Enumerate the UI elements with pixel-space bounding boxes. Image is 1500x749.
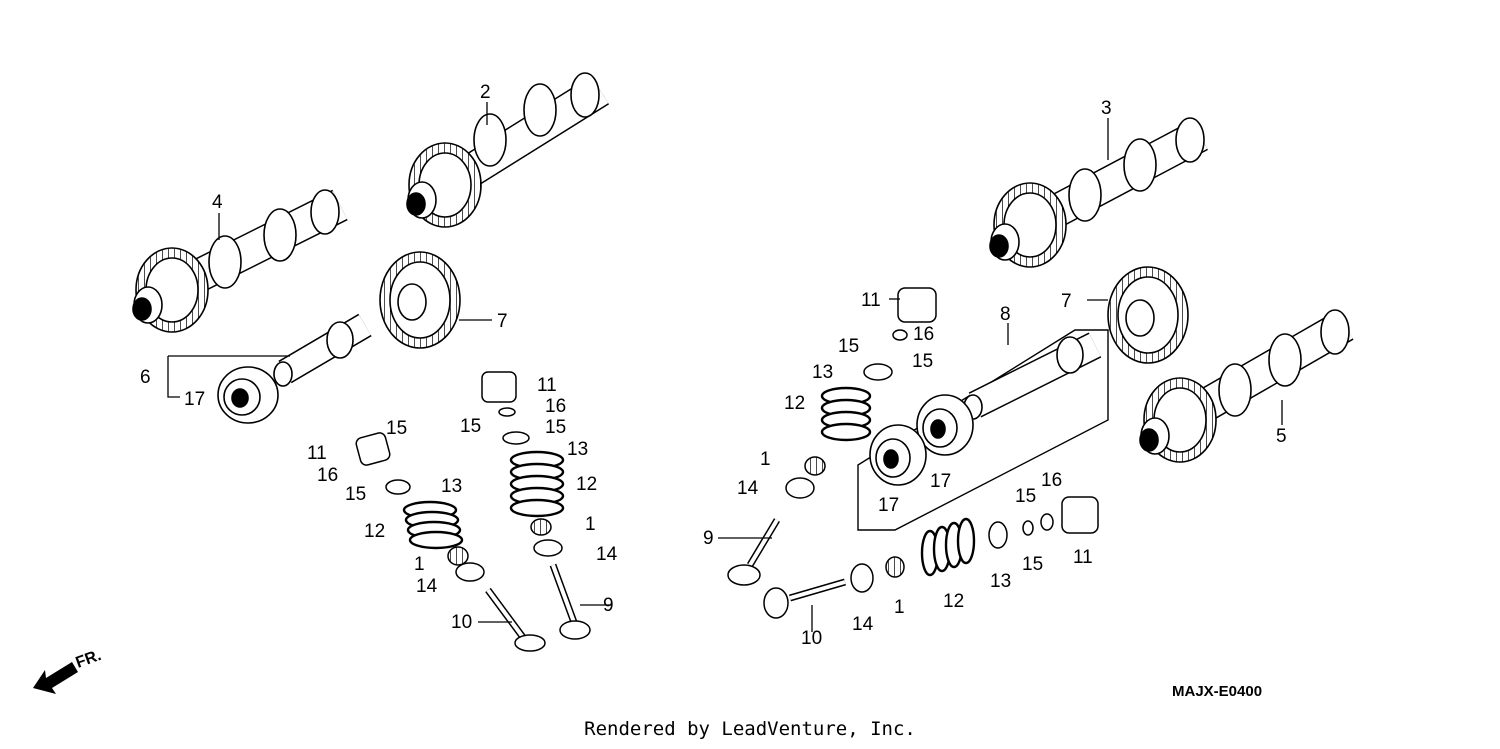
assembly-box-8	[857, 329, 1109, 531]
diagram-code: MAJX-E0400	[1172, 683, 1263, 700]
callout-4: 4	[212, 192, 223, 213]
callout-1-center: 1	[585, 514, 596, 535]
callout-15-b: 15	[912, 351, 933, 372]
callout-17-left: 17	[184, 389, 205, 410]
render-credit: Rendered by LeadVenture, Inc.	[584, 718, 916, 740]
callout-1-right-upper: 1	[760, 449, 771, 470]
callout-15-d: 15	[545, 417, 566, 438]
valve-stack-right-lower[interactable]	[763, 496, 1099, 619]
callout-labels: 2 4 3 7 7 11 8 6 17 16 15 15 13 11 16 15…	[140, 82, 1287, 649]
callout-10-left: 10	[451, 612, 472, 633]
callout-13-left: 13	[441, 476, 462, 497]
idler-shaft-6[interactable]	[273, 313, 372, 387]
callout-3: 3	[1101, 98, 1112, 119]
callout-13-right-lower: 13	[990, 571, 1011, 592]
callout-13-right-upper: 13	[812, 362, 833, 383]
callout-1-left: 1	[414, 554, 425, 575]
callout-15-c: 15	[460, 416, 481, 437]
callout-6: 6	[140, 367, 151, 388]
callout-14-right-upper: 14	[737, 478, 759, 499]
callout-15-h: 15	[1022, 554, 1043, 575]
callout-15-f: 15	[345, 484, 366, 505]
callout-7-right: 7	[1061, 291, 1072, 312]
callout-13-center: 13	[567, 439, 588, 460]
bearing-17-right-a[interactable]	[916, 394, 974, 456]
valve-stack-left[interactable]	[355, 432, 546, 652]
callout-16-center: 16	[545, 396, 566, 417]
bearing-17-left[interactable]	[217, 366, 279, 424]
callout-11-center: 11	[537, 375, 557, 396]
valve-stack-right-upper[interactable]	[727, 287, 937, 586]
callout-2: 2	[480, 82, 491, 103]
callout-17-right-a: 17	[878, 495, 899, 516]
callout-10-right: 10	[801, 628, 822, 649]
camshaft-3[interactable]	[989, 117, 1208, 268]
callout-9-right: 9	[703, 528, 714, 549]
callout-12-center: 12	[576, 474, 597, 495]
callout-11-right-lower: 11	[1073, 547, 1093, 568]
gear-7-right[interactable]	[1107, 266, 1189, 364]
callout-8: 8	[1000, 304, 1011, 325]
callout-12-right-upper: 12	[784, 393, 805, 414]
callout-7-left: 7	[497, 311, 508, 332]
camshaft-4[interactable]	[132, 189, 348, 333]
callout-1-right-lower: 1	[894, 597, 905, 618]
callout-11-right-upper: 11	[861, 290, 881, 311]
camshaft-5[interactable]	[1139, 309, 1354, 463]
camshaft-2[interactable]	[406, 72, 610, 228]
front-direction-arrow-icon: FR.	[33, 647, 104, 694]
direction-label: FR.	[74, 647, 104, 672]
callout-9-center: 9	[603, 595, 614, 616]
callout-11-left: 11	[307, 443, 327, 464]
gear-7-left[interactable]	[379, 251, 461, 349]
callout-16-right-upper: 16	[913, 324, 934, 345]
callout-16-left: 16	[317, 465, 338, 486]
callout-14-center: 14	[596, 544, 618, 565]
leader-lines	[167, 102, 1283, 632]
callout-5: 5	[1276, 426, 1287, 447]
callout-14-right-lower: 14	[852, 614, 874, 635]
callout-15-a: 15	[838, 336, 859, 357]
callout-17-right-b: 17	[930, 471, 951, 492]
bearing-17-right-b[interactable]	[869, 424, 927, 486]
idler-shaft-8[interactable]	[963, 332, 1102, 420]
callout-14-left: 14	[416, 576, 438, 597]
callout-15-g: 15	[1015, 486, 1036, 507]
valve-stack-center[interactable]	[481, 371, 591, 640]
callout-12-right-lower: 12	[943, 591, 964, 612]
callout-15-e: 15	[386, 418, 407, 439]
callout-12-left: 12	[364, 521, 385, 542]
callout-16-right-lower: 16	[1041, 470, 1062, 491]
